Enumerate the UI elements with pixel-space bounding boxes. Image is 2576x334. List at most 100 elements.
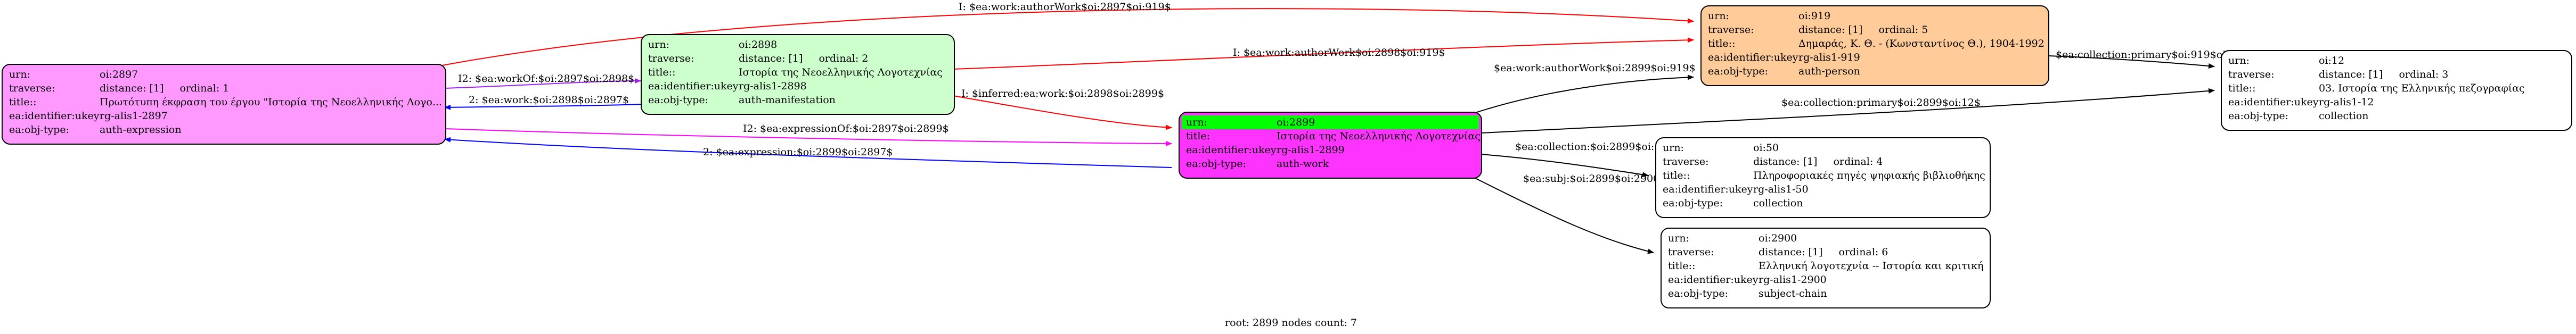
node-key: ea:obj-type: bbox=[1186, 158, 1247, 170]
edge-2897-919 bbox=[441, 8, 1694, 66]
edge-2897-2898 bbox=[444, 78, 641, 89]
node-oi-12[interactable]: urn:oi:12 traverse:distance: [1]ordinal:… bbox=[2221, 50, 2572, 131]
node-value: distance: [1] bbox=[739, 53, 803, 64]
node-key: ea:obj-type: bbox=[1668, 288, 1729, 299]
node-value: rg-alis1-2899 bbox=[1277, 144, 1345, 156]
edge-label-2899-2897: 2: $ea:expression:$oi:2899$oi:2897$ bbox=[703, 146, 893, 158]
node-value: distance: [1] bbox=[1753, 156, 1818, 168]
node-value: auth-manifestation bbox=[739, 94, 836, 106]
node-key: ea:obj-type: bbox=[9, 124, 70, 136]
node-value: oi:12 bbox=[2319, 55, 2345, 66]
edge-2898-2897 bbox=[444, 104, 641, 110]
edge-label-2899-919: $ea:work:authorWork$oi:2899$oi:919$ bbox=[1494, 62, 1696, 74]
node-key: urn: bbox=[648, 39, 669, 51]
node-key: urn: bbox=[1663, 142, 1684, 154]
node-oi-2898[interactable]: urn:oi:2898 traverse:distance: [1]ordina… bbox=[641, 34, 955, 115]
edge-label-2899-2900: $ea:subj:$oi:2899$oi:2900$ bbox=[1523, 173, 1666, 185]
node-key: traverse: bbox=[1708, 24, 1754, 36]
node-key: title:: bbox=[1663, 170, 1690, 181]
node-key: title: bbox=[1186, 130, 1211, 142]
node-value: collection bbox=[1753, 197, 1803, 209]
node-title: Ιστορία της Νεοελληνικής Λογοτεχνίας bbox=[739, 66, 943, 78]
edge-2899-2897 bbox=[444, 137, 1172, 168]
edge-label-2899-12: $ea:collection:primary$oi:2899$oi:12$ bbox=[1781, 97, 1981, 108]
node-key: title:: bbox=[1708, 38, 1736, 49]
node-value: oi:2899 bbox=[1277, 116, 1315, 128]
node-key: title:: bbox=[648, 66, 676, 78]
node-value: distance: [1] bbox=[2319, 69, 2383, 80]
highlight-row: urn: oi:2899 bbox=[1182, 115, 1479, 129]
node-key: ea:obj-type: bbox=[648, 94, 709, 106]
edge-2899-919 bbox=[1475, 74, 1694, 113]
edge-2898-919 bbox=[953, 37, 1694, 70]
node-key: ea:identifier:ukey bbox=[2228, 96, 2319, 108]
node-key: traverse: bbox=[648, 53, 694, 64]
edge-label-2899-50: $ea:collection:$oi:2899$oi:50$ bbox=[1515, 141, 1674, 153]
node-key: traverse: bbox=[9, 82, 55, 94]
node-key: urn: bbox=[9, 69, 30, 80]
graph-footer: root: 2899 nodes count: 7 bbox=[1225, 317, 1357, 329]
node-oi-2900[interactable]: urn: oi:2900 traverse: distance: [1] ordina… bbox=[1661, 228, 1991, 308]
node-key: urn: bbox=[1186, 116, 1207, 128]
edge-2899-12 bbox=[1481, 88, 2215, 133]
node-value: rg-alis1-2900 bbox=[1759, 274, 1827, 286]
node-value-ordinal: ordinal: 2 bbox=[819, 53, 869, 64]
node-title: Ελληνική λογοτεχνία -- Ιστορία και κριτι… bbox=[1759, 260, 1984, 272]
node-value: collection bbox=[2319, 110, 2369, 122]
node-value: oi:2900 bbox=[1759, 232, 1797, 244]
node-value-ordinal: ordinal: 6 bbox=[1838, 246, 1888, 258]
node-value: rg-alis1-919 bbox=[1798, 52, 1860, 63]
node-key: ea:identifier:ukey bbox=[1663, 183, 1753, 195]
node-value: oi:2897 bbox=[100, 69, 138, 80]
node-value-ordinal: ordinal: 4 bbox=[1833, 156, 1883, 168]
node-oi-919[interactable]: urn:oi:919 traverse:distance: [1]ordinal… bbox=[1700, 5, 2049, 86]
node-value: auth-person bbox=[1798, 65, 1860, 77]
node-key: urn: bbox=[1708, 10, 1729, 22]
node-title: 03. Ιστορία της Ελληνικής πεζογραφίας bbox=[2319, 82, 2525, 94]
edge-2899-50 bbox=[1481, 154, 1649, 178]
edge-label-2897-2898: I2: $ea:workOf:$oi:2897$oi:2898$ bbox=[458, 73, 635, 85]
node-key: ea:identifier:ukey bbox=[1186, 144, 1277, 156]
node-key: ea:identifier:ukey bbox=[1708, 52, 1798, 63]
node-oi-50[interactable]: urn:oi:50 traverse:distance: [1]ordinal:… bbox=[1655, 137, 1991, 218]
node-value: rg-alis1-2898 bbox=[739, 80, 807, 92]
edge-2897-2899 bbox=[444, 128, 1172, 146]
node-value: auth-work bbox=[1277, 158, 1329, 170]
node-key: ea:identifier:ukey bbox=[9, 110, 100, 122]
node-key: traverse: bbox=[1668, 246, 1714, 258]
node-key: ea:identifier:ukey bbox=[648, 80, 739, 92]
node-key: urn: bbox=[1668, 232, 1689, 244]
node-value: rg-alis1-2897 bbox=[100, 110, 168, 122]
node-oi-2899[interactable]: urn: oi:2899 title: Ιστορία της Νεοελληνικ… bbox=[1179, 112, 1482, 179]
edge-2898-2899 bbox=[953, 95, 1172, 130]
node-value: distance: [1] bbox=[1759, 246, 1823, 258]
edge-label-2898-2899: I: $inferred:ea:work:$oi:2898$oi:2899$ bbox=[961, 88, 1165, 99]
edge-919-12 bbox=[2048, 55, 2215, 69]
node-value: oi:919 bbox=[1798, 10, 1831, 22]
node-title: Πληροφοριακές πηγές ψηφιακής βιβλιοθήκης bbox=[1753, 170, 1985, 181]
node-value: distance: [1] bbox=[100, 82, 164, 94]
edge-label-2897-2899: I2: $ea:expressionOf:$oi:2897$oi:2899$ bbox=[743, 123, 949, 135]
edge-label-2898-919: I: $ea:work:authorWork$oi:2898$oi:919$ bbox=[1233, 47, 1445, 59]
node-key: ea:obj-type: bbox=[1663, 197, 1723, 209]
node-value: auth-expression bbox=[100, 124, 182, 136]
node-title: Ιστορία της Νεοελληνικής Λογοτεχνίας bbox=[1277, 130, 1481, 142]
node-value-ordinal: ordinal: 5 bbox=[1878, 24, 1928, 36]
node-value: oi:50 bbox=[1753, 142, 1779, 154]
node-key: title:: bbox=[1668, 260, 1696, 272]
node-key: title:: bbox=[9, 96, 37, 108]
edge-label-919-12: $ea:collection:primary$oi:919$oi:12$ bbox=[2056, 49, 2248, 61]
edge-label-2898-2897: 2: $ea:work:$oi:2898$oi:2897$ bbox=[469, 94, 629, 106]
node-key: ea:obj-type: bbox=[2228, 110, 2289, 122]
edge-2899-2900 bbox=[1469, 175, 1654, 254]
node-title: Δημαράς, Κ. Θ. - (Κωνσταντίνος Θ.), 1904… bbox=[1798, 38, 2045, 49]
node-value: subject-chain bbox=[1759, 288, 1827, 299]
node-key: title:: bbox=[2228, 82, 2256, 94]
node-value: rg-alis1-50 bbox=[1753, 183, 1809, 195]
node-value-ordinal: ordinal: 1 bbox=[179, 82, 230, 94]
edge-label-2897-919: I: $ea:work:authorWork$oi:2897$oi:919$ bbox=[959, 1, 1171, 13]
node-oi-2897[interactable]: urn: oi:2897 traverse: distance: [1] ordina… bbox=[2, 64, 446, 145]
node-key: traverse: bbox=[2228, 69, 2275, 80]
node-key: urn: bbox=[2228, 55, 2250, 66]
